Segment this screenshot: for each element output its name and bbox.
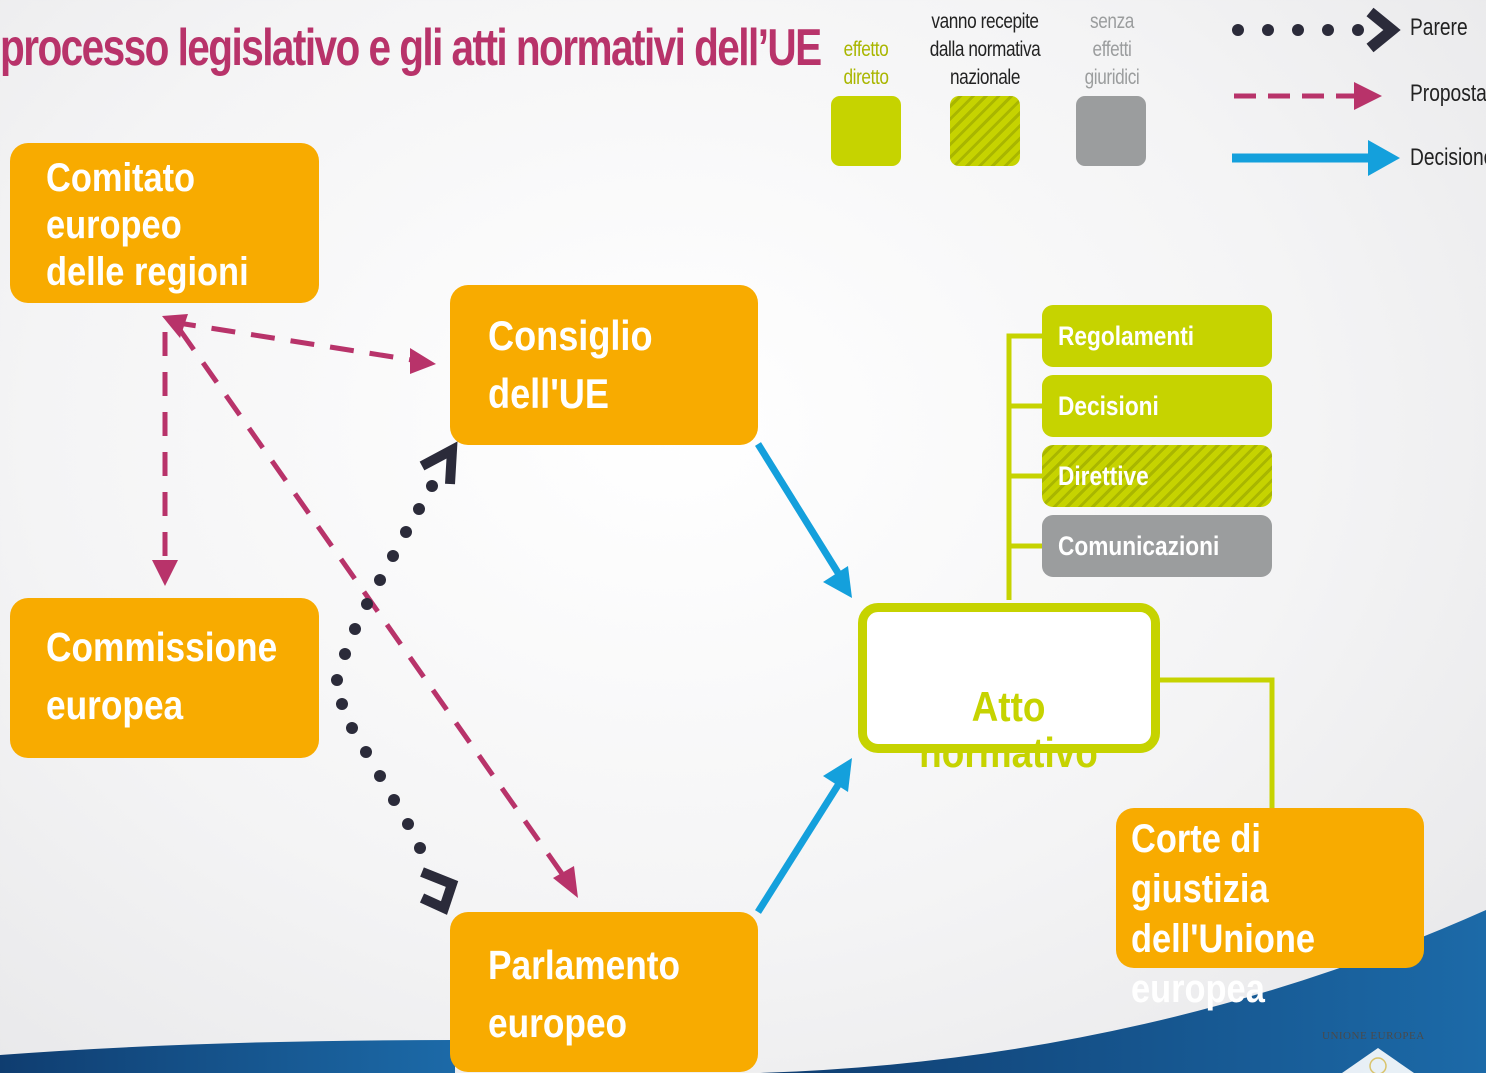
legend-label-senza-effetti: senza effetti giuridici bbox=[1084, 10, 1140, 89]
page-title: processo legislativo e gli atti normativ… bbox=[0, 19, 822, 77]
eu-logo-icon bbox=[1342, 1048, 1414, 1073]
node-atto-label: Atto normativo bbox=[919, 683, 1099, 776]
node-commissione-label: Commissione europea bbox=[46, 624, 278, 728]
node-consiglio-label: Consiglio dell'UE bbox=[488, 312, 653, 417]
legend-decisione-arrow bbox=[1232, 140, 1400, 176]
node-atto-normativo: Atto normativo bbox=[858, 603, 1160, 776]
node-parlamento-europeo: Parlamento europeo bbox=[450, 912, 758, 1072]
node-comitato-regioni: Comitato europeo delle regioni bbox=[10, 143, 319, 303]
proposta-arrowheads bbox=[152, 314, 578, 898]
act-type-comunicazioni: Comunicazioni bbox=[1042, 515, 1272, 577]
legend-swatch-senza-effetti bbox=[1076, 96, 1146, 166]
node-corte-giustizia: Corte di giustizia dell'Unione europea bbox=[1116, 808, 1424, 1011]
bottom-left-swoosh bbox=[0, 1040, 455, 1073]
act-type-comunicazioni-label: Comunicazioni bbox=[1058, 531, 1220, 561]
node-corte-label: Corte di giustizia dell'Unione europea bbox=[1131, 817, 1316, 1011]
node-comitato-label: Comitato europeo delle regioni bbox=[46, 156, 249, 294]
node-commissione-europea: Commissione europea bbox=[10, 598, 319, 758]
act-type-decisioni-label: Decisioni bbox=[1058, 391, 1159, 421]
legend-swatch-recepite bbox=[950, 96, 1020, 166]
legend-swatch-effetto-diretto bbox=[831, 96, 901, 166]
legend-label-recepite: vanno recepite dalla normativa nazionale bbox=[929, 10, 1041, 89]
act-type-regolamenti: Regolamenti bbox=[1042, 305, 1272, 367]
node-parlamento-label: Parlamento europeo bbox=[488, 942, 681, 1046]
node-consiglio-ue: Consiglio dell'UE bbox=[450, 285, 758, 445]
legend-parere-label: Parere bbox=[1410, 14, 1468, 41]
legend-proposta-label: Proposta bbox=[1410, 80, 1486, 107]
atto-to-corte-connector bbox=[1160, 677, 1275, 810]
parere-chevrons bbox=[419, 441, 459, 915]
act-type-direttive-label: Direttive bbox=[1058, 461, 1149, 491]
legend-parere-arrow bbox=[1232, 7, 1401, 53]
legend-proposta-arrow bbox=[1234, 82, 1382, 110]
bottom-right-swoosh bbox=[760, 910, 1486, 1073]
act-types-bracket bbox=[1006, 333, 1042, 600]
legend-decisione-label: Decisione bbox=[1410, 144, 1486, 171]
parere-dots bbox=[331, 480, 438, 854]
act-type-direttive: Direttive bbox=[1042, 445, 1272, 507]
decisione-arrows bbox=[755, 442, 843, 914]
decisione-arrowheads bbox=[823, 566, 852, 792]
act-type-decisioni: Decisioni bbox=[1042, 375, 1272, 437]
legend-label-effetto-diretto: effetto diretto bbox=[843, 38, 889, 89]
act-type-regolamenti-label: Regolamenti bbox=[1058, 321, 1195, 351]
eu-logo-text: UNIONE EUROPEA bbox=[1322, 1030, 1425, 1042]
